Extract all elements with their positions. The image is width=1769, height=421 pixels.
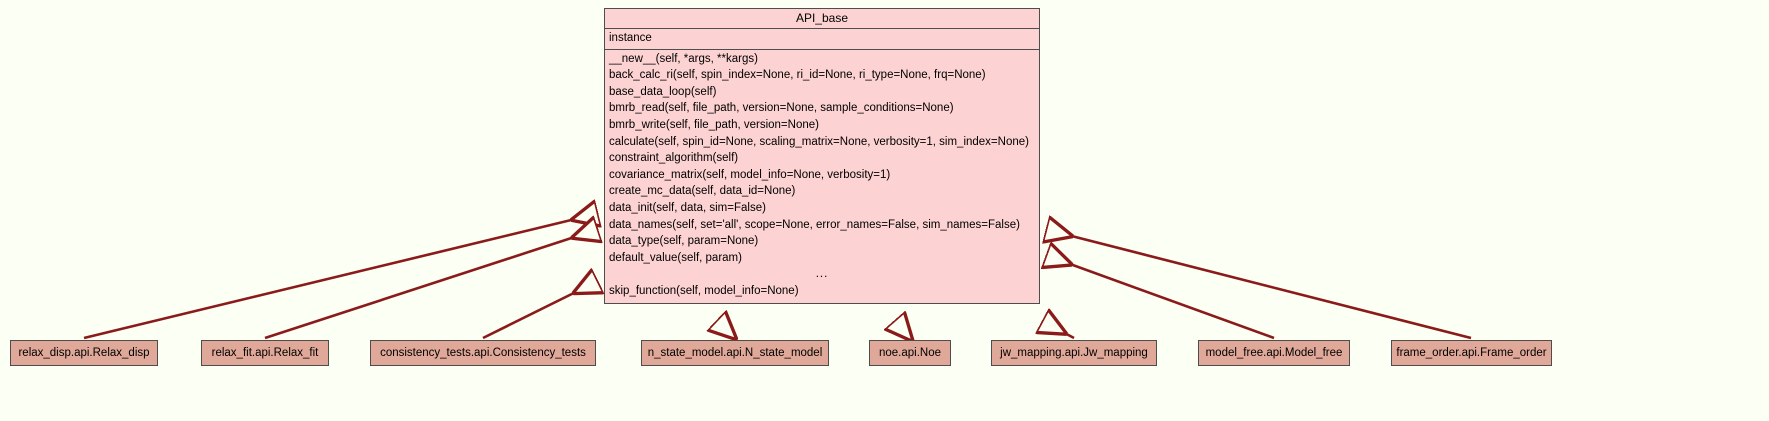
class-box-model-free[interactable]: model_free.api.Model_free [1198,340,1350,366]
class-title: API_base [605,9,1039,29]
edge-frame-order [1048,230,1472,340]
class-operation: __new__(self, *args, **kargs) [609,52,758,65]
class-box-noe[interactable]: noe.api.Noe [869,340,951,366]
class-operation: data_type(self, param=None) [609,235,759,248]
class-title: relax_disp.api.Relax_disp [18,347,150,359]
edge-relax-disp [83,214,596,340]
class-operation: base_data_loop(self) [609,85,717,98]
edge-jw-mapping [1044,322,1075,340]
class-box-api-base[interactable]: API_base instance __new__(self, *args, *… [604,8,1040,304]
class-title: n_state_model.api.N_state_model [647,347,823,359]
edge-relax-fit [264,230,596,340]
class-box-relax-fit[interactable]: relax_fit.api.Relax_fit [201,340,329,366]
class-title: jw_mapping.api.Jw_mapping [1000,347,1148,359]
class-title: relax_fit.api.Relax_fit [211,347,319,359]
class-operation: data_init(self, data, sim=False) [609,201,766,214]
class-operation: create_mc_data(self, data_id=None) [609,185,796,198]
class-box-relax-disp[interactable]: relax_disp.api.Relax_disp [10,340,158,366]
edge-n-state-model [718,322,735,338]
edge-consistency-tests [482,282,596,340]
class-title: model_free.api.Model_free [1205,347,1343,359]
class-operations-compartment: __new__(self, *args, **kargs) back_calc_… [605,50,1039,303]
class-operation: constraint_algorithm(self) [609,152,739,165]
class-attributes-compartment: instance [605,29,1039,50]
class-title: frame_order.api.Frame_order [1396,347,1547,359]
class-title: noe.api.Noe [878,347,942,359]
edge-noe [896,322,910,338]
class-operation: default_value(self, param) [609,251,742,264]
class-box-jw-mapping[interactable]: jw_mapping.api.Jw_mapping [991,340,1157,366]
class-operation: data_names(self, set='all', scope=None, … [609,218,1020,231]
class-operation: bmrb_read(self, file_path, version=None,… [609,102,954,115]
class-attribute: instance [609,32,652,44]
class-operation: back_calc_ri(self, spin_index=None, ri_i… [609,69,986,82]
class-title: consistency_tests.api.Consistency_tests [380,347,586,359]
edge-model-free [1048,256,1275,340]
class-box-frame-order[interactable]: frame_order.api.Frame_order [1391,340,1552,366]
class-operations-ellipsis: ... [815,268,829,281]
class-operation: bmrb_write(self, file_path, version=None… [609,118,819,131]
class-operation: skip_function(self, model_info=None) [609,284,799,297]
class-box-n-state-model[interactable]: n_state_model.api.N_state_model [641,340,829,366]
class-operation: covariance_matrix(self, model_info=None,… [609,168,891,181]
class-operation: calculate(self, spin_id=None, scaling_ma… [609,135,1029,148]
class-box-consistency-tests[interactable]: consistency_tests.api.Consistency_tests [370,340,596,366]
